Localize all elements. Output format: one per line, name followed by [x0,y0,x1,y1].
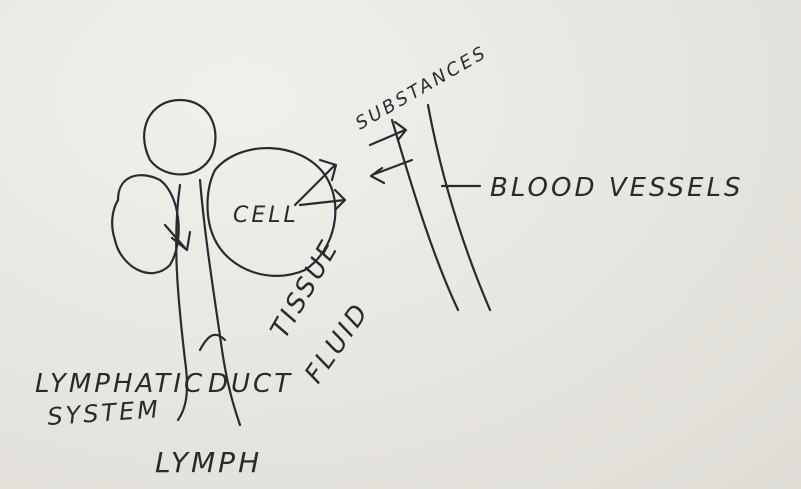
label-cell: CELL [233,203,299,228]
lymph-node-left [112,175,179,273]
label-fluid: FLUID [299,297,376,389]
lymph-node-top [144,100,215,174]
blood-vessel-left-wall [392,120,458,310]
label-lymph: LYMPH [155,446,262,479]
label-blood-vessels: BLOOD VESSELS [490,173,743,203]
label-system: SYSTEM [46,395,161,431]
label-substances: SUBSTANCES [352,42,491,135]
label-duct: DUCT [208,369,293,399]
blood-vessel-right-wall [428,105,490,310]
label-lymphatic: LYMPHATIC [35,369,205,399]
